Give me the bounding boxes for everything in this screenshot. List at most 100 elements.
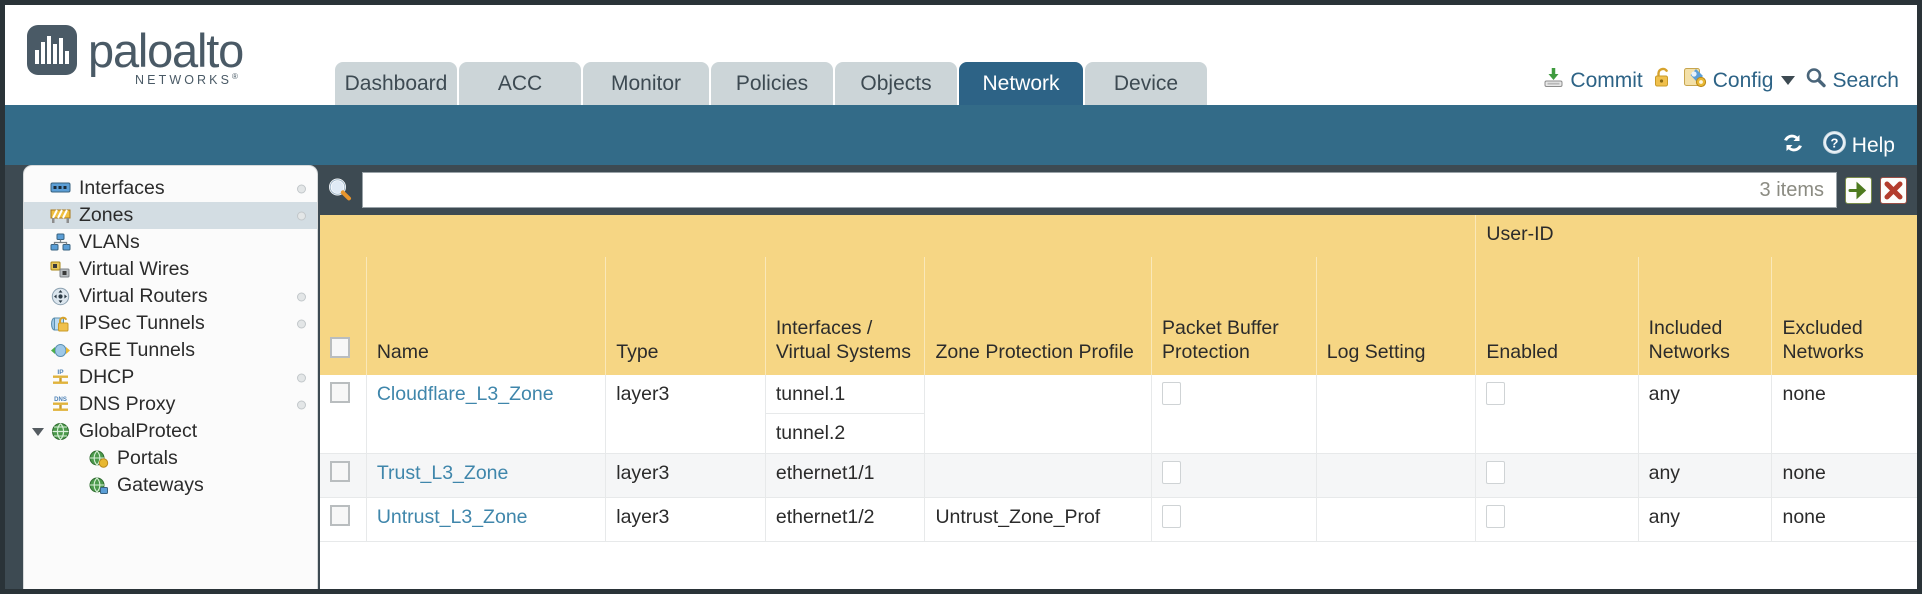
search-input[interactable]: 3 items	[362, 172, 1837, 208]
brand-subtitle: NETWORKS®	[135, 71, 242, 87]
main-nav-tabs: Dashboard ACC Monitor Policies Objects N…	[335, 62, 1207, 105]
sidebar-item-label: VLANs	[79, 231, 140, 253]
sidebar-status-dot	[297, 400, 306, 409]
config-wrench-icon	[1683, 66, 1708, 95]
packet-buffer-protection-checkbox[interactable]	[1162, 504, 1181, 528]
sidebar-status-dot	[297, 319, 306, 328]
sidebar-item-virtual-wires[interactable]: Virtual Wires	[24, 256, 317, 283]
config-label: Config	[1712, 68, 1774, 92]
cell-zone-protection-profile: Untrust_Zone_Prof	[924, 497, 1152, 543]
sidebar-status-dot	[297, 184, 306, 193]
tab-device[interactable]: Device	[1085, 62, 1207, 105]
userid-enabled-checkbox[interactable]	[1486, 504, 1506, 528]
userid-enabled-checkbox[interactable]	[1486, 381, 1506, 405]
row-checkbox[interactable]	[330, 381, 350, 403]
tab-acc[interactable]: ACC	[459, 62, 581, 105]
row-checkbox[interactable]	[330, 504, 350, 526]
row-checkbox[interactable]	[330, 460, 350, 482]
cell-log-setting	[1316, 497, 1477, 543]
column-header-interfaces[interactable]: Interfaces / Virtual Systems	[765, 256, 926, 375]
cell-name: Trust_L3_Zone	[366, 453, 607, 498]
commit-download-icon	[1542, 66, 1565, 95]
zone-name-link[interactable]: Untrust_L3_Zone	[376, 505, 528, 528]
brand-logo[interactable]: paloalto NETWORKS®	[27, 25, 244, 86]
tab-objects[interactable]: Objects	[835, 62, 957, 105]
column-header-enabled[interactable]: Enabled	[1475, 256, 1639, 375]
packet-buffer-protection-checkbox[interactable]	[1162, 460, 1181, 484]
search-icon	[1804, 66, 1827, 95]
sidebar-item-dns-proxy[interactable]: DNS DNS Proxy	[24, 391, 317, 418]
row-select-cell	[320, 374, 367, 454]
column-header-zone-protection-profile[interactable]: Zone Protection Profile	[924, 256, 1152, 375]
gateways-icon	[88, 476, 109, 495]
search-icon[interactable]	[326, 176, 354, 204]
cell-interfaces: tunnel.1 tunnel.2	[765, 374, 926, 454]
portals-icon	[88, 449, 109, 468]
table-row[interactable]: Cloudflare_L3_Zone layer3 tunnel.1 tunne…	[320, 374, 1917, 454]
cell-excluded-networks: none	[1771, 497, 1917, 543]
column-header-type[interactable]: Type	[605, 256, 766, 375]
select-all-checkbox[interactable]	[330, 337, 350, 358]
virtual-wires-icon	[50, 260, 71, 279]
sidebar-status-dot	[297, 373, 306, 382]
sidebar-item-globalprotect[interactable]: GlobalProtect	[24, 418, 317, 445]
header-toolbar: Commit	[1542, 66, 1899, 95]
column-header-log-setting[interactable]: Log Setting	[1316, 256, 1477, 375]
sidebar-item-label: DHCP	[79, 366, 135, 388]
column-header-excluded-networks[interactable]: Excluded Networks	[1771, 256, 1917, 375]
refresh-button[interactable]	[1780, 131, 1806, 161]
app-header: paloalto NETWORKS® Dashboard ACC Monitor…	[5, 5, 1917, 105]
userid-enabled-checkbox[interactable]	[1486, 460, 1506, 484]
sidebar-item-label: Virtual Wires	[79, 258, 190, 280]
config-menu[interactable]: Config	[1683, 66, 1796, 95]
sidebar-item-interfaces[interactable]: Interfaces	[24, 175, 317, 202]
column-header-included-networks[interactable]: Included Networks	[1638, 256, 1773, 375]
sidebar-item-vlans[interactable]: VLANs	[24, 229, 317, 256]
sidebar-item-label: DNS Proxy	[79, 393, 176, 415]
column-header-packet-buffer-protection[interactable]: Packet Buffer Protection	[1151, 256, 1317, 375]
help-button[interactable]: ? Help	[1822, 130, 1895, 161]
virtual-routers-icon	[50, 287, 71, 306]
sidebar-item-label: IPSec Tunnels	[79, 312, 205, 334]
cell-type: layer3	[605, 453, 766, 498]
packet-buffer-protection-checkbox[interactable]	[1162, 381, 1181, 405]
sidebar-item-zones[interactable]: Zones	[24, 202, 317, 229]
svg-text:DNS: DNS	[54, 397, 67, 403]
search-button[interactable]: Search	[1804, 66, 1899, 95]
column-header-name[interactable]: Name	[366, 256, 607, 375]
apply-filter-button[interactable]	[1845, 176, 1872, 204]
sidebar-item-ipsec-tunnels[interactable]: IPSec Tunnels	[24, 310, 317, 337]
sidebar-item-portals[interactable]: Portals	[24, 445, 317, 472]
chevron-down-icon	[1781, 76, 1796, 85]
clear-filter-button[interactable]	[1880, 176, 1907, 204]
sidebar-item-virtual-routers[interactable]: Virtual Routers	[24, 283, 317, 310]
lock-button[interactable]	[1652, 66, 1674, 95]
gre-tunnels-icon	[50, 341, 71, 360]
zone-name-link[interactable]: Cloudflare_L3_Zone	[376, 382, 554, 405]
tab-monitor[interactable]: Monitor	[583, 62, 709, 105]
cell-zone-protection-profile	[924, 453, 1152, 498]
zone-name-link[interactable]: Trust_L3_Zone	[376, 461, 509, 484]
tab-dashboard[interactable]: Dashboard	[335, 62, 457, 105]
network-sidebar: Interfaces Zones VLANs Vir	[23, 165, 318, 589]
sidebar-item-label: Virtual Routers	[79, 285, 208, 307]
sidebar-item-gre-tunnels[interactable]: GRE Tunnels	[24, 337, 317, 364]
table-row[interactable]: Trust_L3_Zone layer3 ethernet1/1 any non…	[320, 453, 1917, 498]
cell-type: layer3	[605, 497, 766, 543]
expander-triangle-icon[interactable]	[32, 427, 44, 436]
cell-zone-protection-profile	[924, 374, 1152, 454]
tab-policies[interactable]: Policies	[711, 62, 833, 105]
sidebar-item-dhcp[interactable]: IP DHCP	[24, 364, 317, 391]
sidebar-item-gateways[interactable]: Gateways	[24, 472, 317, 499]
cell-enabled	[1475, 374, 1639, 454]
banner-actions: ? Help	[1780, 130, 1895, 161]
sidebar-item-label: Zones	[79, 204, 134, 226]
cell-packet-buffer-protection	[1151, 453, 1317, 498]
zones-table: User-ID Name Type Interfaces / Virtual S…	[320, 215, 1917, 543]
commit-button[interactable]: Commit	[1542, 66, 1643, 95]
table-row[interactable]: Untrust_L3_Zone layer3 ethernet1/2 Untru…	[320, 497, 1917, 543]
zones-table-wrapper[interactable]: User-ID Name Type Interfaces / Virtual S…	[320, 215, 1917, 589]
tab-network[interactable]: Network	[959, 62, 1083, 105]
cell-log-setting	[1316, 453, 1477, 498]
